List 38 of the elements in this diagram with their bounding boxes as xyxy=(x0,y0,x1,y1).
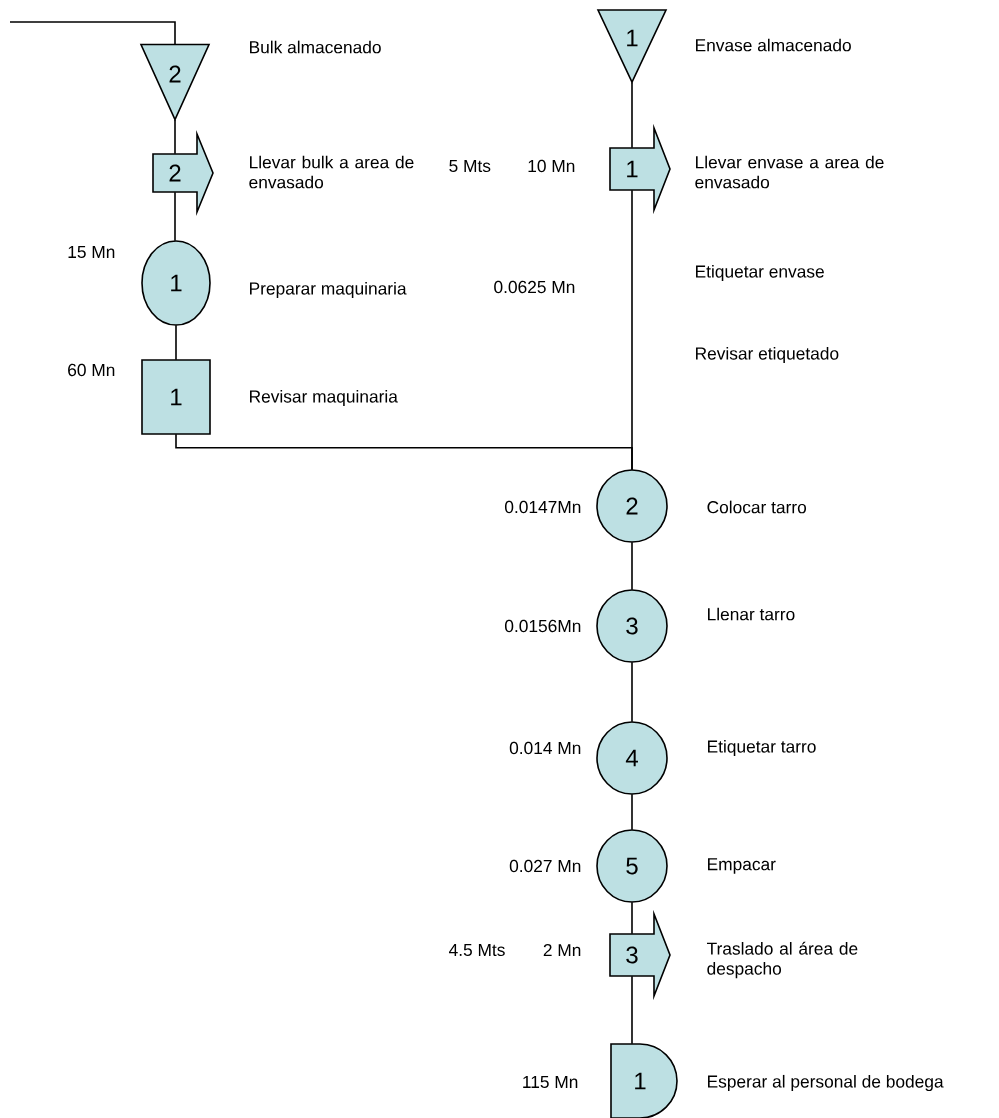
time-label: 115 Mn xyxy=(523,1075,578,1089)
connector-line xyxy=(631,81,633,149)
connector-line xyxy=(9,21,176,46)
connector-line xyxy=(174,191,176,242)
time-label: 10 Mn xyxy=(528,159,575,173)
connector-line xyxy=(631,975,633,1045)
connector-line xyxy=(631,901,633,935)
connector-line xyxy=(174,119,176,155)
step-label: Llenar tarro xyxy=(708,607,795,621)
step-label: Preparar maquinaria xyxy=(250,281,407,299)
step-label: Llevar envase a area de envasado xyxy=(695,155,884,189)
step-label: Colocar tarro xyxy=(707,500,806,514)
connector-line xyxy=(175,433,633,471)
time-label: 0.014 Mn xyxy=(509,741,581,755)
step-label: Traslado al área de despacho xyxy=(707,941,858,979)
step-label: Bulk almacenado xyxy=(250,40,381,54)
step-label: Envase almacenado xyxy=(696,38,851,52)
step-label: Revisar etiquetado xyxy=(696,346,839,364)
step-label: Etiquetar envase xyxy=(696,264,824,282)
step-label: Etiquetar tarro xyxy=(708,739,816,757)
time-label: 0.0156Mn xyxy=(504,619,581,633)
connector-line xyxy=(631,793,633,831)
distance-label: 5 Mts xyxy=(449,159,491,173)
connector-line xyxy=(175,324,177,361)
time-label: 15 Mn xyxy=(68,245,115,259)
inspection-square: 1 xyxy=(141,359,211,435)
connector-line xyxy=(631,541,633,591)
step-label: Revisar maquinaria xyxy=(250,389,398,407)
time-label: 0.0625 Mn xyxy=(494,280,575,294)
step-label: Esperar al personal de bodega xyxy=(708,1074,944,1092)
time-label: 0.0147Mn xyxy=(504,500,581,514)
time-label: 2 Mn xyxy=(543,943,581,957)
connector-line xyxy=(631,661,633,723)
step-label: Empacar xyxy=(708,858,776,874)
distance-label: 4.5 Mts xyxy=(449,943,505,957)
step-label: Llevar bulk a area de envasado xyxy=(249,155,414,189)
time-label: 60 Mn xyxy=(68,363,115,377)
time-label: 0.027 Mn xyxy=(509,859,581,873)
